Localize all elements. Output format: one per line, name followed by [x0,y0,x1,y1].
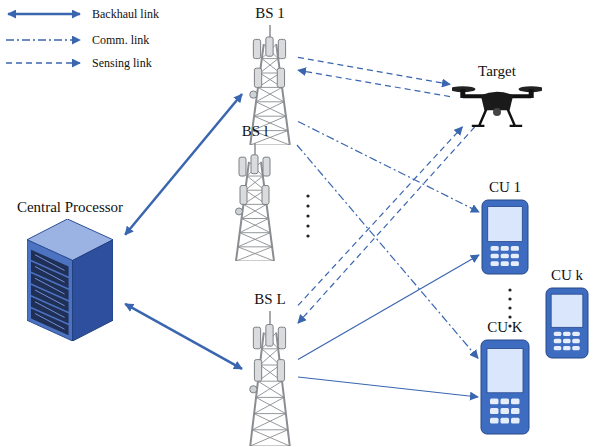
legend-label: Backhaul link [92,7,159,22]
link-connector [298,122,479,213]
node-label: CU k [551,266,583,284]
link-connector [298,255,479,360]
server-icon [27,219,113,341]
phone-node: CU 1 [479,178,531,275]
link-connector [125,94,242,235]
phone-icon [481,199,529,275]
link-connector [298,57,450,84]
legend-entry: Backhaul link [4,6,159,22]
node-label: BS l [242,122,268,140]
link-connector [298,70,450,96]
link-connector [298,377,478,397]
node-label: BS 1 [255,4,285,22]
legend-line-sample [4,55,84,71]
node-label: CU K [487,318,522,336]
link-connector [298,127,475,323]
tower-icon [244,311,296,446]
phone-node: CU k [543,266,591,359]
node-label: Central Processor [17,198,123,216]
phone-icon [545,287,589,359]
node-label: BS L [254,290,285,308]
node-label: Target [478,62,516,80]
tower-node: BS L [242,290,298,446]
tower-node: BS l [228,122,282,261]
link-connector [125,304,242,369]
legend-line-sample [4,32,84,48]
legend-entry: Sensing link [4,55,152,71]
drone-node: Target [450,62,544,127]
ellipsis-dots [306,194,309,237]
server-node: Central Processor [15,198,125,341]
phone-icon [480,339,530,435]
legend-entry: Comm. link [4,32,149,48]
link-connector [297,145,478,358]
node-label: CU 1 [489,178,521,196]
legend-line-sample [4,6,84,22]
legend-label: Comm. link [92,33,149,48]
legend-label: Sensing link [92,56,152,71]
phone-node: CU K [478,318,532,435]
drone-icon [452,83,542,127]
tower-icon [230,143,280,261]
